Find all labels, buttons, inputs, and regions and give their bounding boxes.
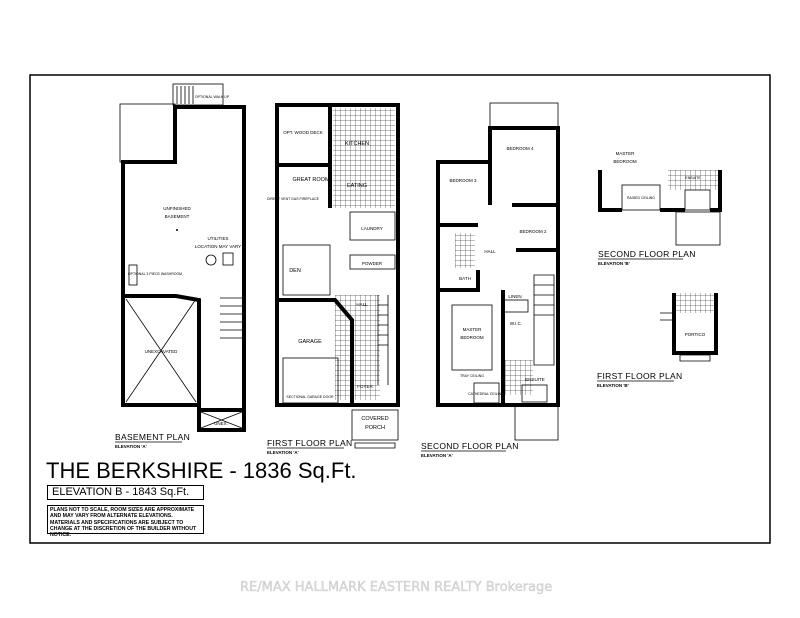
- plan-elevation: ELEVATION 'B': [598, 261, 630, 266]
- room-label: LINEN: [508, 294, 521, 299]
- room-label: PORCH: [365, 425, 385, 431]
- plan-title: BASEMENT PLAN: [115, 432, 190, 442]
- room-label: BEDROOM: [460, 335, 484, 340]
- plan-title: FIRST FLOOR PLAN: [267, 438, 352, 448]
- room-label: HALL: [484, 249, 496, 254]
- room-label: DIRECT VENT GAS FIREPLACE: [267, 197, 320, 201]
- room-label: EATING: [347, 183, 367, 189]
- room-label: FOYER: [357, 384, 373, 389]
- room-label: BEDROOM: [613, 159, 637, 164]
- room-label: BASEMENT: [165, 214, 190, 219]
- plan-elevation: ELEVATION 'B': [597, 383, 629, 388]
- room-label: LAUNDRY: [361, 226, 382, 231]
- room-label: GREAT ROOM: [292, 177, 329, 183]
- room-label: CATHEDRAL CEILING: [468, 392, 504, 396]
- model-title: THE BERKSHIRE - 1836 Sq.Ft.: [46, 458, 357, 483]
- room-label: GARAGE: [298, 339, 322, 345]
- room-label: UNFINISHED: [163, 206, 191, 211]
- room-label: OPTIONAL 3 PIECE WASHROOM: [128, 272, 182, 276]
- room-label: BEDROOM 2: [519, 229, 547, 234]
- room-label: SECTIONAL GARAGE DOOR: [286, 395, 334, 399]
- room-label: BATH: [459, 276, 471, 281]
- room-label: ENSUITE: [685, 176, 701, 180]
- plan-elevation: ELEVATION 'A': [267, 450, 299, 455]
- plan-title: FIRST FLOOR PLAN: [597, 371, 682, 381]
- room-label: UTILITIES: [207, 236, 228, 241]
- first-floor-plan: OPT. WOOD DECK GREAT ROOM DIRECT VENT GA…: [267, 103, 400, 455]
- room-label: UNEXCAVATED: [145, 349, 179, 354]
- plan-title: SECOND FLOOR PLAN: [598, 249, 696, 259]
- room-label: OPTIONAL WALK UP: [195, 95, 230, 99]
- room-label: POWDER: [362, 261, 383, 266]
- room-label: BEDROOM 3: [449, 178, 477, 183]
- room-label: LOCATION MAY VARY: [195, 244, 241, 249]
- room-label: KITCHEN: [345, 141, 369, 147]
- plan-elevation: ELEVATION 'A': [421, 453, 453, 458]
- room-label: UNEX.: [214, 421, 228, 426]
- disclaimer-box: PLANS NOT TO SCALE, ROOM SIZES ARE APPRO…: [47, 505, 204, 538]
- room-label: W.I.C.: [510, 321, 522, 326]
- room-label: PORTICO: [685, 332, 706, 337]
- room-label: ENSUITE: [525, 377, 545, 382]
- room-label: RAISED CEILING: [627, 196, 655, 200]
- room-label: DEN: [289, 268, 301, 274]
- plan-title: SECOND FLOOR PLAN: [421, 441, 519, 451]
- elevation-b-box: ELEVATION B - 1843 Sq.Ft.: [47, 485, 204, 500]
- basement-plan: UNFINISHED BASEMENT UTILITIES LOCATION M…: [115, 83, 246, 449]
- second-floor-plan: BEDROOM 4 BEDROOM 3 BEDROOM 2 HALL BATH …: [421, 102, 560, 458]
- room-label: OPT. WOOD DECK: [283, 130, 323, 135]
- room-label: HALL: [356, 302, 368, 307]
- plan-elevation: ELEVATION 'A': [115, 444, 147, 449]
- room-label: BEDROOM 4: [506, 146, 534, 151]
- room-label: COVERED: [361, 416, 388, 422]
- room-label: TRAY CEILING: [460, 374, 484, 378]
- brokerage-watermark: RE/MAX HALLMARK EASTERN REALTY Brokerage: [240, 580, 553, 595]
- first-floor-plan-elevation-b: PORTICO FIRST FLOOR PLAN ELEVATION 'B': [597, 293, 718, 388]
- room-label: MASTER: [616, 151, 636, 156]
- second-floor-plan-elevation-b: MASTER BEDROOM RAISED CEILING ENSUITE SE…: [598, 151, 722, 266]
- sheet-border: [29, 74, 771, 544]
- room-label: MASTER: [463, 327, 483, 332]
